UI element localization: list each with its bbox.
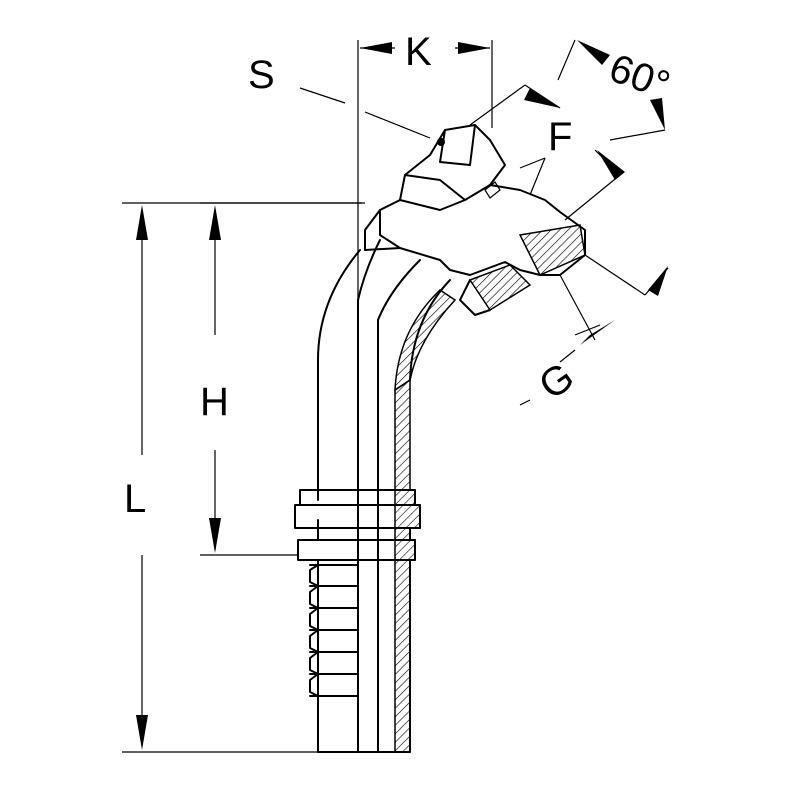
label-k: K — [405, 30, 432, 74]
label-g: G — [531, 354, 582, 408]
swivel-nut — [364, 124, 586, 316]
label-h: H — [200, 380, 229, 424]
label-l: L — [124, 477, 146, 521]
hose-tail — [294, 299, 421, 753]
dimension-lines — [122, 39, 669, 753]
label-angle: 60° — [604, 46, 676, 108]
label-f: F — [548, 115, 572, 159]
label-s: S — [248, 53, 275, 97]
bent-tube — [317, 239, 457, 493]
